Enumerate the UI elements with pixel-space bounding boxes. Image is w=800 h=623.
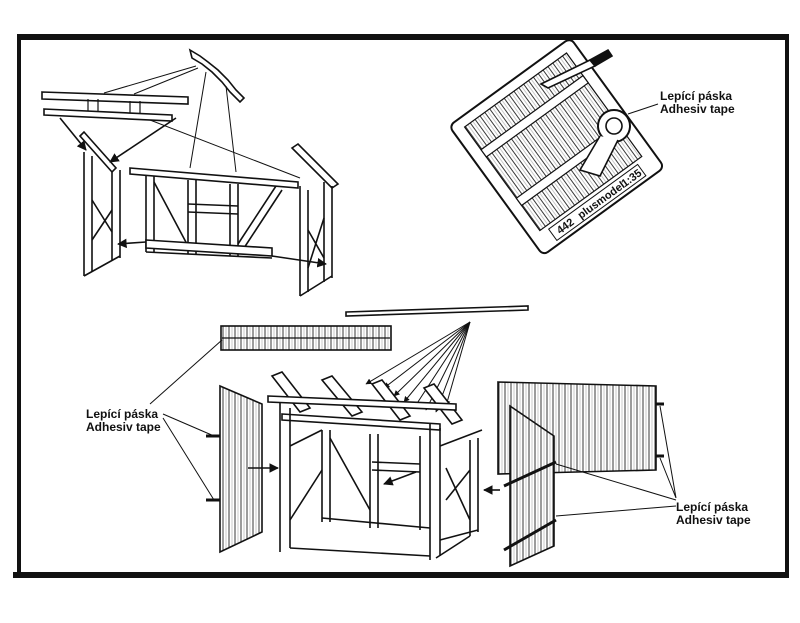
- craft-knife-icon: [539, 48, 614, 89]
- photo-etch-fret: 442 plusmodel 1:35: [450, 39, 664, 255]
- label-english: Adhesiv tape: [86, 420, 161, 434]
- adhesive-tape-label-bottom-left: Lepící páska Adhesiv tape: [86, 408, 161, 434]
- sheet-frame: [13, 34, 789, 578]
- label-czech: Lepící páska: [660, 89, 733, 103]
- label-english: Adhesiv tape: [660, 102, 735, 116]
- adhesive-tape-label-bottom-right: Lepící páska Adhesiv tape: [676, 501, 751, 527]
- label-czech: Lepící páska: [676, 500, 749, 514]
- adhesive-tape-label-top-right: Lepící páska Adhesiv tape: [660, 90, 735, 116]
- leader-line: [627, 103, 659, 115]
- label-czech: Lepící páska: [86, 407, 159, 421]
- label-english: Adhesiv tape: [676, 513, 751, 527]
- shed-assembly-bottom: [149, 305, 677, 568]
- frame-assembly-top-left: [41, 48, 340, 297]
- tape-roll-icon: [578, 109, 631, 177]
